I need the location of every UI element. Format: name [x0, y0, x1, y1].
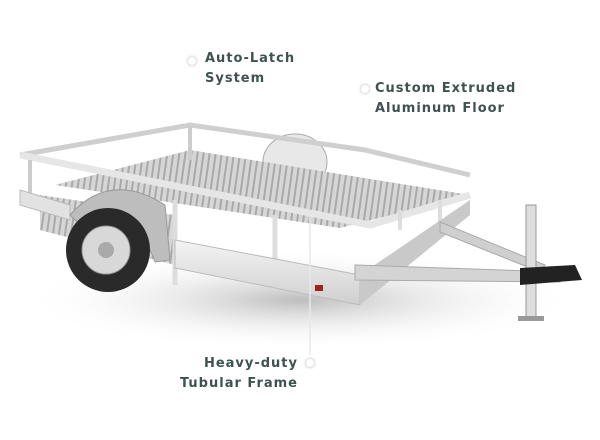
callout-line: Tubular Frame — [179, 376, 298, 391]
callout-auto-latch: Auto-Latch System — [205, 49, 295, 89]
front-rail — [19, 151, 472, 229]
callout-floor: Custom Extruded Aluminum Floor — [375, 79, 516, 119]
left-frame — [19, 189, 71, 221]
top-rail — [19, 122, 471, 178]
wheel-hub — [98, 242, 114, 258]
tongue — [354, 264, 561, 283]
tail-light — [315, 285, 323, 291]
callout-line: Custom Extruded — [375, 81, 517, 96]
deck-floor — [55, 150, 470, 228]
callout-line: System — [205, 71, 266, 86]
callout-line: Aluminum Floor — [375, 101, 505, 116]
callout-line: Heavy-duty — [203, 356, 298, 371]
coupler — [520, 265, 582, 285]
callout-dot-icon[interactable] — [361, 85, 369, 93]
callout-dot-icon[interactable] — [188, 57, 196, 65]
callout-dot-icon[interactable] — [306, 359, 314, 367]
callout-line: Auto-Latch — [205, 51, 296, 66]
callout-frame: Heavy-duty Tubular Frame — [180, 354, 298, 394]
jack-foot — [518, 316, 544, 321]
jack — [525, 204, 537, 321]
